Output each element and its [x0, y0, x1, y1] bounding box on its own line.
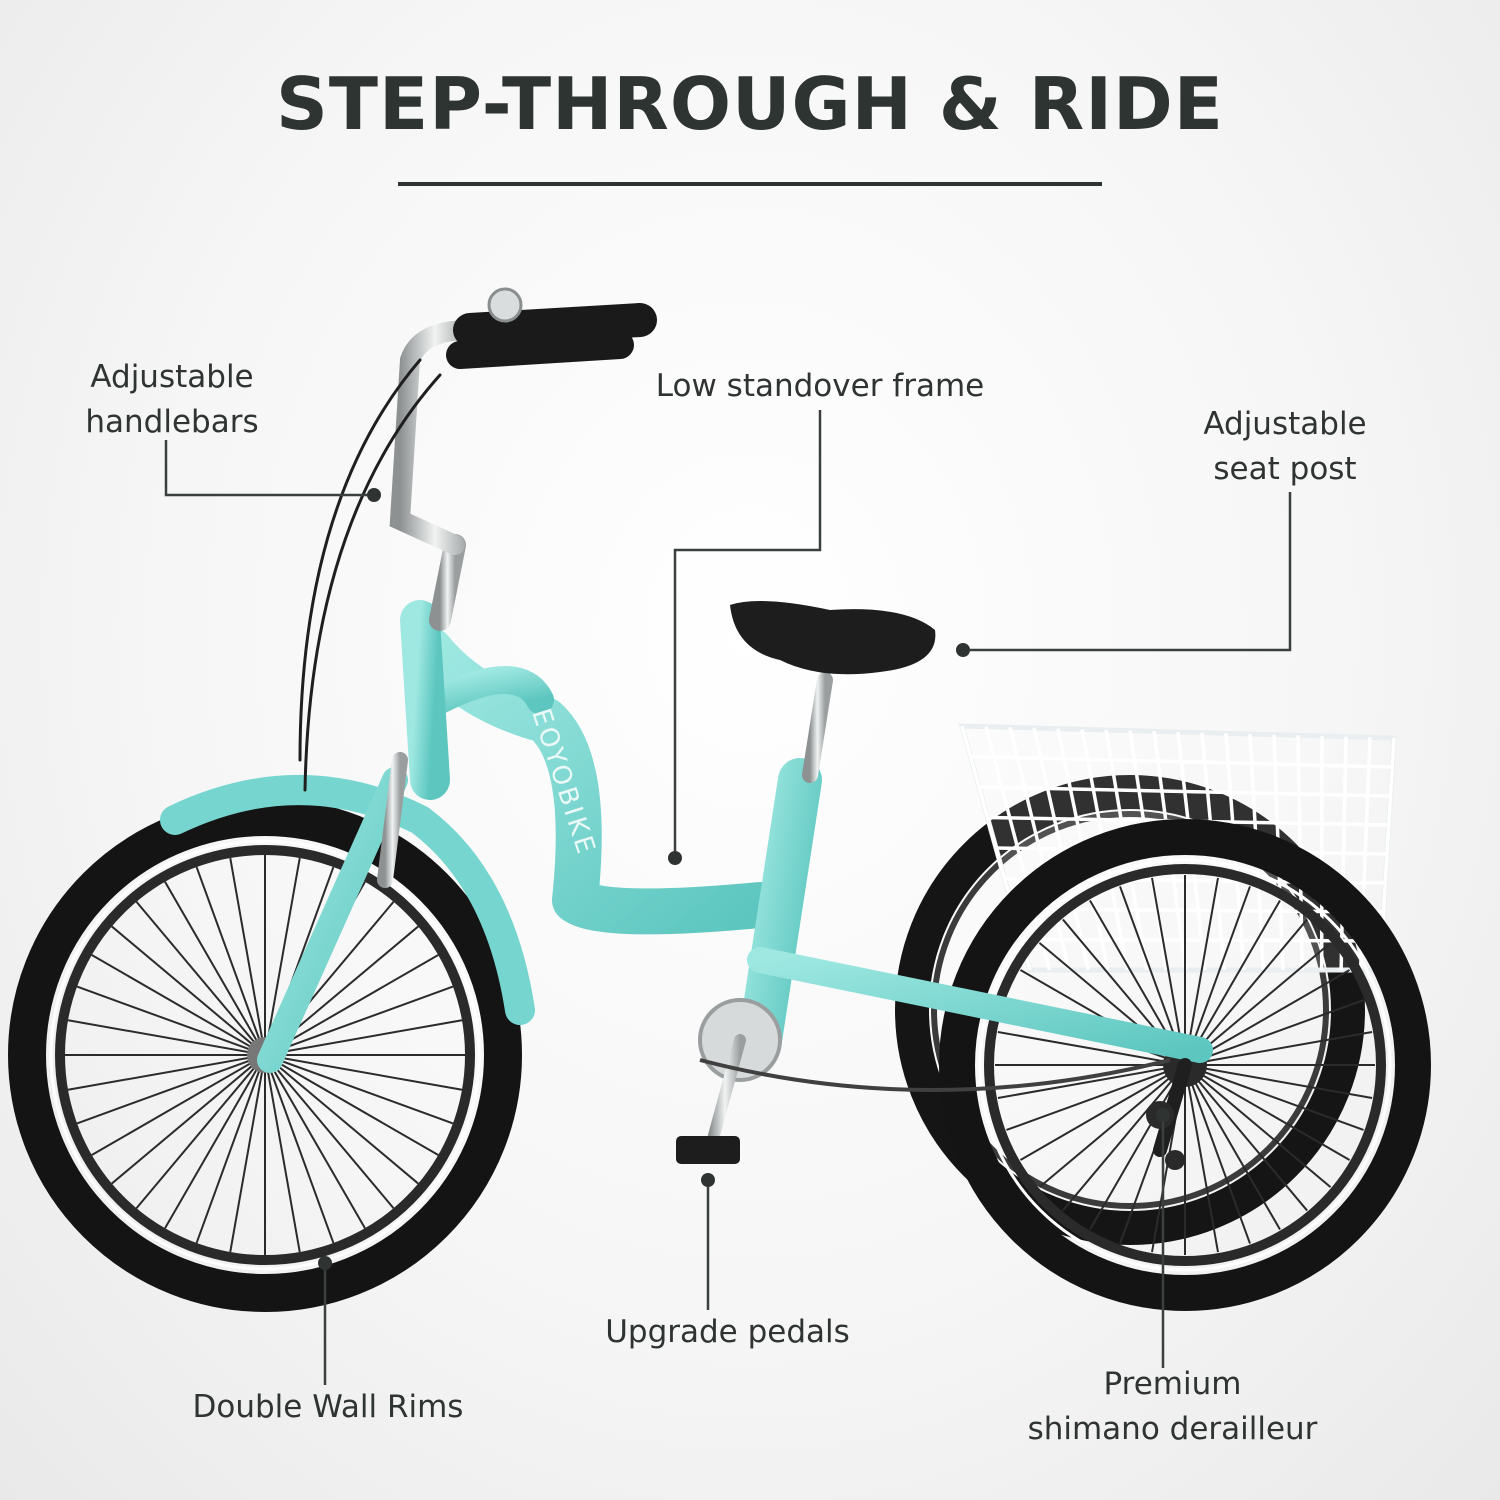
spoke: [91, 1054, 266, 1156]
spoke: [1062, 1064, 1186, 1212]
spoke: [1038, 1064, 1186, 1188]
spoke: [135, 901, 266, 1056]
spoke: [264, 985, 454, 1056]
callout-seat-post-line2: seat post: [1213, 451, 1357, 487]
callout-derailleur-line1: Premium: [1103, 1366, 1242, 1402]
basket-wire: [978, 785, 1391, 798]
callout-handlebars-line1: Adjustable: [90, 359, 254, 395]
spoke: [195, 1054, 266, 1244]
spoke: [1184, 1031, 1373, 1066]
spoke: [229, 857, 266, 1056]
spoke: [264, 1054, 335, 1244]
spoke: [1184, 877, 1219, 1066]
spoke: [1089, 1064, 1186, 1231]
saddle: [730, 601, 936, 783]
spoke: [135, 1054, 266, 1209]
headline: STEP-THROUGH & RIDE: [276, 62, 1224, 146]
spoke: [1184, 1064, 1281, 1231]
callout-frame: Low standover frame: [655, 368, 985, 404]
callout-seat-post: Adjustable seat post: [1185, 402, 1385, 492]
spoke: [111, 925, 266, 1056]
spoke: [1184, 1064, 1332, 1188]
spoke: [1184, 1064, 1351, 1161]
spoke: [164, 1054, 266, 1229]
spoke: [264, 857, 301, 1056]
front-wheel: [8, 798, 522, 1312]
spoke: [76, 985, 266, 1056]
spoke: [164, 881, 266, 1056]
callout-handlebars: Adjustable handlebars: [72, 355, 272, 445]
spoke: [1006, 1064, 1186, 1131]
spoke: [111, 1054, 266, 1185]
spoke: [264, 1019, 463, 1056]
spoke: [1184, 999, 1364, 1066]
spoke: [264, 1054, 419, 1185]
handlebar-assembly: [298, 287, 657, 792]
spoke: [264, 1054, 454, 1125]
spoke: [1184, 1064, 1373, 1099]
callout-derailleur-line2: shimano derailleur: [1027, 1411, 1318, 1447]
spoke: [1184, 1064, 1219, 1253]
callout-seat-post-line1: Adjustable: [1203, 406, 1367, 442]
spoke: [1019, 1064, 1186, 1161]
spoke: [67, 1019, 266, 1056]
callout-lines: [164, 410, 1292, 1385]
spoke: [195, 866, 266, 1056]
spoke: [1184, 1064, 1308, 1212]
spoke: [1184, 886, 1251, 1066]
spoke: [76, 1054, 266, 1125]
front-fender: [160, 775, 535, 1025]
front-fork: [257, 767, 408, 1073]
basket-wire: [970, 754, 1393, 769]
callout-handlebars-line2: handlebars: [85, 404, 259, 440]
headline-underline: [398, 182, 1102, 186]
spoke: [264, 1054, 463, 1091]
spoke: [229, 1054, 266, 1253]
basket-wire: [1021, 937, 1382, 943]
callout-rims: Double Wall Rims: [192, 1389, 464, 1425]
callout-dots: [318, 488, 1170, 1270]
callout-pedals: Upgrade pedals: [605, 1314, 850, 1350]
spoke: [264, 1054, 439, 1156]
spoke: [67, 1054, 266, 1091]
spoke: [1184, 1064, 1364, 1131]
spoke: [1184, 1064, 1251, 1244]
callout-derailleur: Premium shimano derailleur: [1010, 1362, 1335, 1452]
spoke: [264, 1054, 395, 1209]
spoke: [264, 1054, 366, 1229]
spoke: [264, 1054, 301, 1253]
spoke: [997, 1064, 1186, 1099]
bike-frame: [400, 600, 1213, 1063]
spoke: [997, 1031, 1186, 1066]
near-rear-wheel: [939, 819, 1431, 1311]
spoke: [91, 954, 266, 1056]
